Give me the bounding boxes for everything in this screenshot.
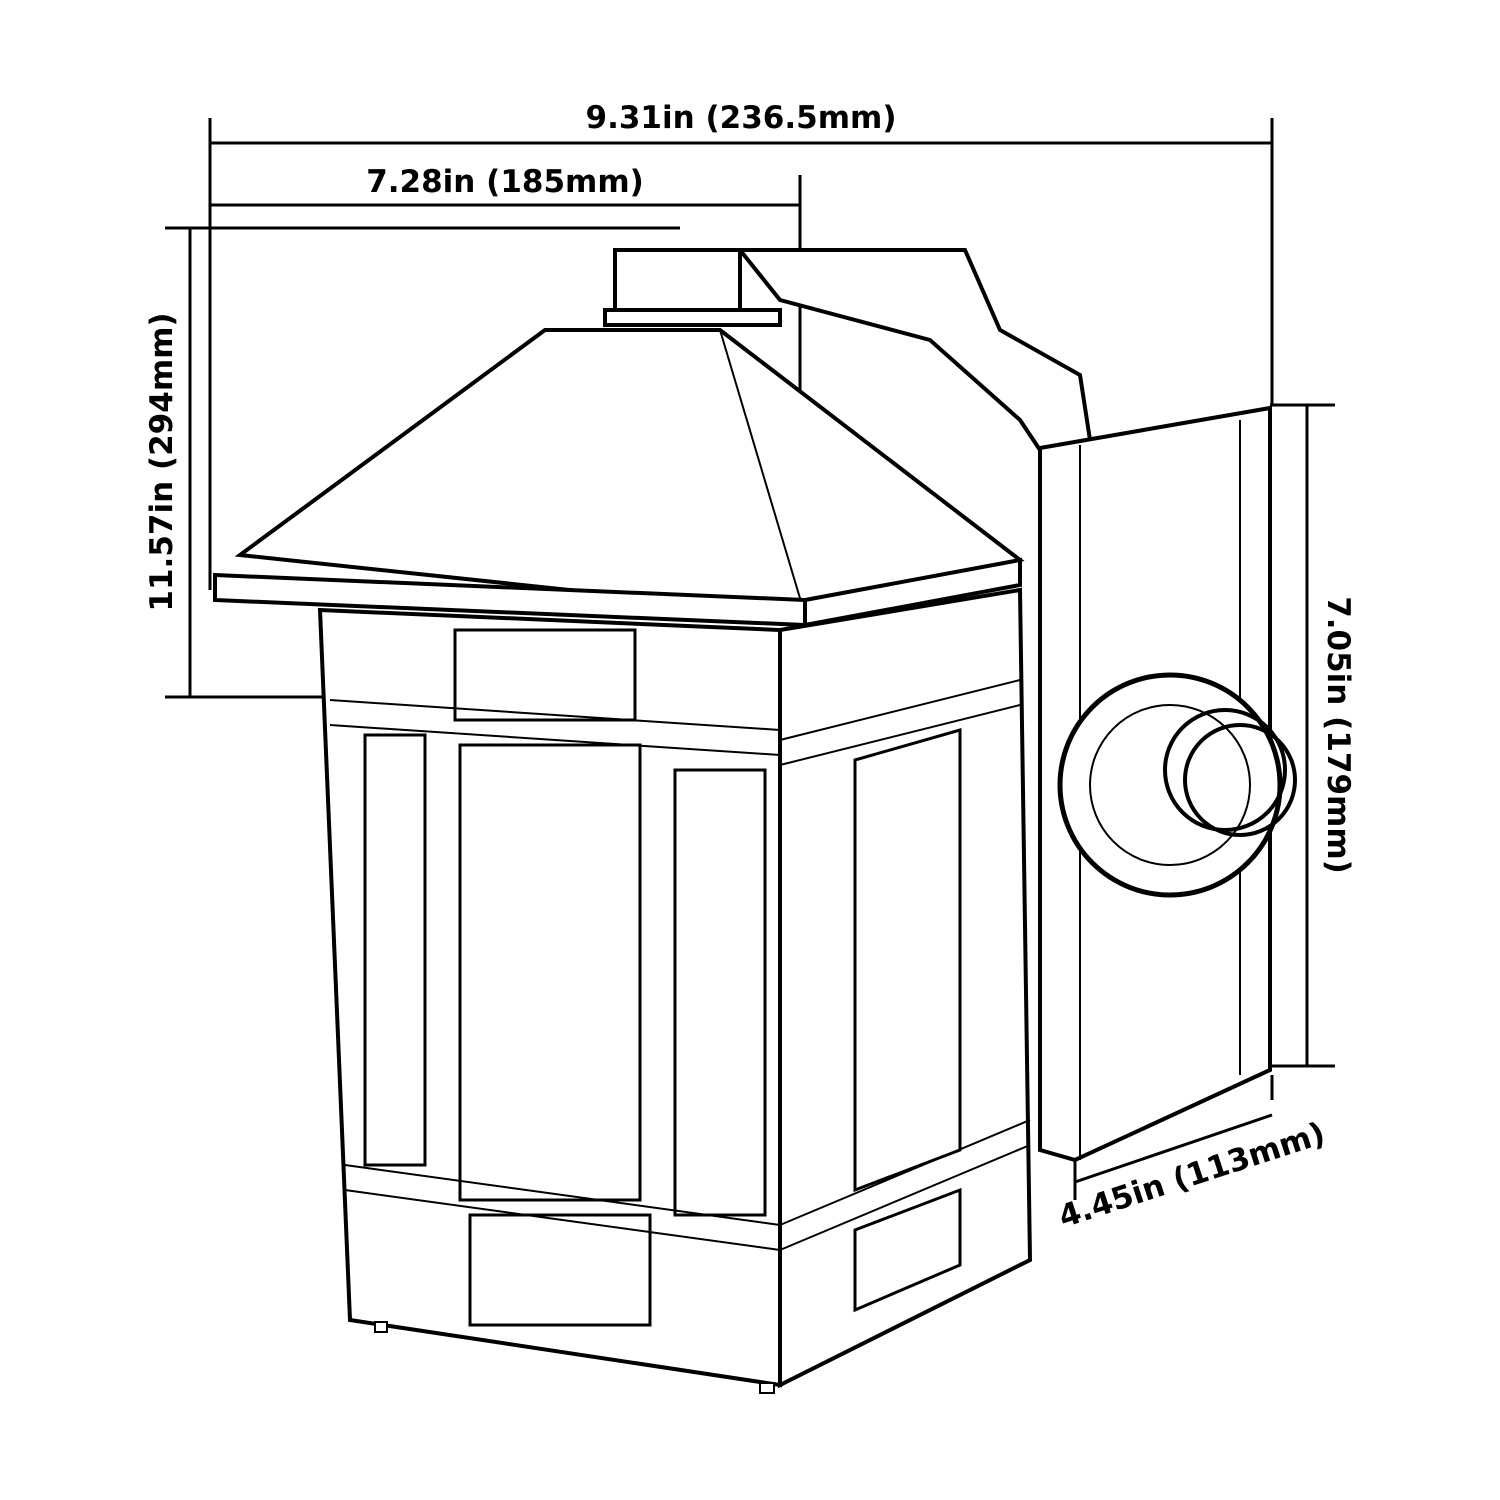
- overall-height-label: 11.57in (294mm): [144, 312, 180, 611]
- lantern-width-label: 7.28in (185mm): [366, 164, 644, 200]
- backplate-height-dimension: 7.05in (179mm): [1270, 403, 1356, 1068]
- lantern-illustration: [213, 248, 1297, 1394]
- lantern-width-dimension: 7.28in (185mm): [210, 164, 802, 690]
- overall-width-label: 9.31in (236.5mm): [586, 100, 897, 136]
- overall-width-dimension: 9.31in (236.5mm): [208, 100, 1274, 590]
- backplate-height-label: 7.05in (179mm): [1320, 596, 1356, 874]
